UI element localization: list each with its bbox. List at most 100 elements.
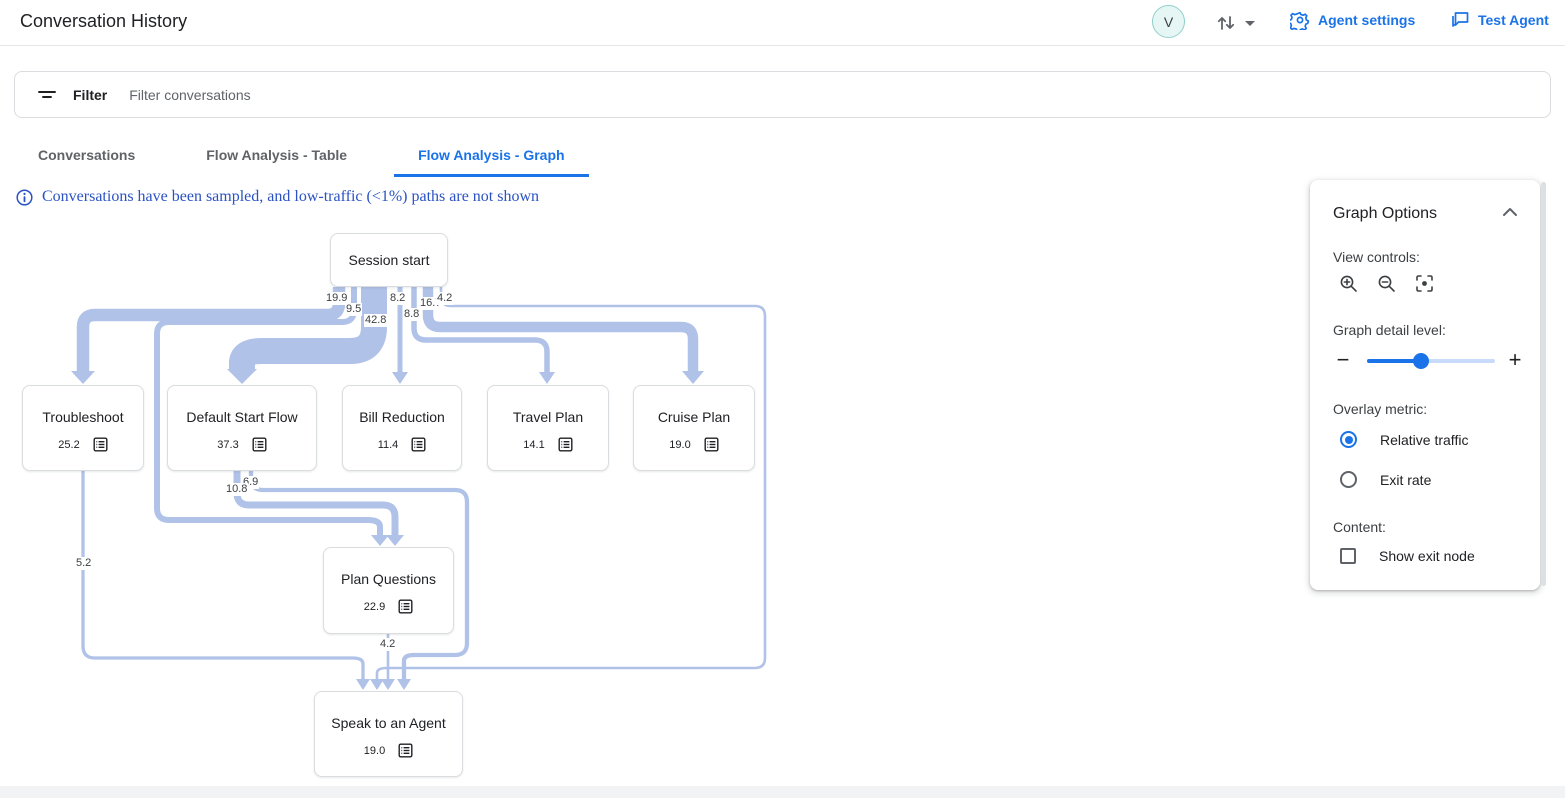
node-label: Cruise Plan	[657, 409, 731, 425]
flow-node-speak-to-agent[interactable]: Speak to an Agent 19.0	[314, 691, 463, 777]
gear-icon	[1290, 11, 1310, 30]
flow-arrow	[386, 535, 404, 546]
chevron-down-icon	[1245, 20, 1255, 26]
node-label: Troubleshoot	[42, 409, 124, 425]
node-value: 25.2	[58, 438, 80, 451]
center-focus-icon	[1416, 275, 1433, 292]
decrease-detail-button[interactable]: −	[1336, 347, 1350, 372]
filter-label: Filter	[73, 86, 108, 103]
radio-relative-traffic[interactable]: Relative traffic	[1340, 431, 1468, 448]
checkbox-label: Show exit node	[1379, 548, 1475, 564]
radio-exit-rate[interactable]: Exit rate	[1340, 471, 1431, 488]
panel-scrollbar[interactable]	[1541, 182, 1546, 586]
flow-node-cruise-plan[interactable]: Cruise Plan 19.0	[633, 385, 755, 471]
flow-edge-session-planq	[154, 287, 383, 535]
flow-edge-session-troubleshoot	[76, 287, 346, 371]
node-details-icon[interactable]	[252, 437, 267, 452]
flow-node-troubleshoot[interactable]: Troubleshoot 25.2	[22, 385, 144, 471]
flow-arrow	[539, 372, 555, 384]
flow-arrow	[227, 369, 257, 384]
slider-thumb[interactable]	[1412, 353, 1429, 369]
graph-options-panel: Graph Options View controls:	[1310, 180, 1540, 590]
view-controls	[1339, 274, 1434, 293]
checkbox-unchecked-icon[interactable]	[1340, 548, 1356, 564]
edge-label: 8.8	[403, 308, 421, 321]
zoom-out-icon	[1378, 275, 1395, 292]
radio-unselected-icon[interactable]	[1340, 471, 1357, 488]
flow-edge-troubleshoot-speak	[81, 471, 365, 679]
chevron-up-icon	[1503, 208, 1517, 216]
flow-edge-session-travel	[411, 287, 550, 372]
node-label: Speak to an Agent	[331, 715, 446, 731]
flow-node-session-start[interactable]: Session start	[330, 233, 448, 287]
view-controls-label: View controls:	[1333, 249, 1420, 265]
info-icon	[16, 188, 33, 206]
filter-bar[interactable]: Filter Filter conversations	[14, 71, 1551, 118]
radio-selected-icon[interactable]	[1340, 431, 1357, 448]
tab-conversations[interactable]: Conversations	[38, 147, 136, 163]
node-label: Bill Reduction	[359, 409, 445, 425]
node-value: 22.9	[363, 600, 386, 613]
node-value: 11.4	[377, 438, 399, 451]
tab-bar: Conversations Flow Analysis - Table Flow…	[14, 135, 589, 177]
detail-level-label: Graph detail level:	[1333, 322, 1446, 338]
top-app-bar: Conversation History V Agent settings	[0, 0, 1565, 46]
collapse-panel-button[interactable]	[1502, 206, 1518, 218]
node-details-icon[interactable]	[398, 599, 413, 614]
detail-level-slider[interactable]	[1367, 353, 1495, 369]
increase-detail-button[interactable]: +	[1508, 347, 1522, 372]
sort-arrows-icon	[1217, 16, 1235, 30]
node-label: Travel Plan	[512, 409, 584, 425]
node-value: 14.1	[523, 438, 545, 451]
avatar[interactable]: V	[1152, 5, 1185, 38]
sort-button[interactable]	[1215, 9, 1263, 37]
show-exit-node-option[interactable]: Show exit node	[1340, 548, 1475, 564]
node-label: Session start	[348, 252, 430, 268]
flow-arrow	[71, 371, 95, 384]
slider-fill	[1367, 359, 1421, 363]
horizontal-scrollbar-track[interactable]	[0, 786, 1565, 798]
tab-flow-analysis-graph[interactable]: Flow Analysis - Graph	[394, 135, 589, 177]
tab-flow-analysis-table[interactable]: Flow Analysis - Table	[206, 147, 348, 163]
node-details-icon[interactable]	[558, 437, 573, 452]
node-details-icon[interactable]	[398, 743, 413, 758]
graph-options-title: Graph Options	[1333, 205, 1438, 222]
flow-edge-default-planq	[233, 471, 399, 535]
node-details-icon[interactable]	[704, 437, 719, 452]
flow-arrow	[397, 679, 411, 690]
sampling-info-banner: Conversations have been sampled, and low…	[16, 188, 539, 206]
avatar-letter: V	[1163, 13, 1174, 30]
node-details-icon[interactable]	[93, 437, 108, 452]
edge-label: 19.9	[325, 292, 349, 305]
test-agent-button[interactable]: Test Agent	[1450, 10, 1549, 30]
flow-arrow	[392, 372, 408, 384]
node-label: Default Start Flow	[186, 409, 298, 425]
radio-label: Exit rate	[1380, 471, 1432, 488]
node-details-icon[interactable]	[411, 437, 426, 452]
edge-label: 10.8	[225, 483, 249, 496]
zoom-in-button[interactable]	[1339, 274, 1358, 293]
flow-node-default-start-flow[interactable]: Default Start Flow 37.3	[167, 385, 317, 471]
zoom-out-button[interactable]	[1377, 274, 1396, 293]
overlay-metric-label: Overlay metric:	[1333, 401, 1428, 417]
flow-arrow	[371, 535, 389, 546]
edge-label: 8.2	[389, 292, 407, 305]
flow-edge-session-default	[229, 287, 387, 369]
content-label: Content:	[1333, 519, 1386, 535]
flow-arrow	[682, 371, 704, 384]
edge-label: 4.2	[379, 638, 397, 651]
node-value: 37.3	[217, 438, 239, 451]
center-graph-button[interactable]	[1415, 274, 1434, 293]
flow-node-bill-reduction[interactable]: Bill Reduction 11.4	[342, 385, 462, 471]
flow-arrow	[381, 679, 395, 690]
edge-label: 5.2	[75, 557, 93, 570]
flow-graph-canvas	[71, 287, 767, 690]
flow-node-travel-plan[interactable]: Travel Plan 14.1	[487, 385, 609, 471]
filter-icon	[38, 90, 56, 98]
sampling-info-text: Conversations have been sampled, and low…	[42, 188, 540, 205]
flow-node-plan-questions[interactable]: Plan Questions 22.9	[323, 547, 454, 634]
node-value: 19.0	[669, 438, 691, 451]
agent-settings-button[interactable]: Agent settings	[1290, 10, 1415, 30]
flow-edge-session-cruise	[422, 287, 699, 371]
node-label: Plan Questions	[341, 571, 436, 587]
